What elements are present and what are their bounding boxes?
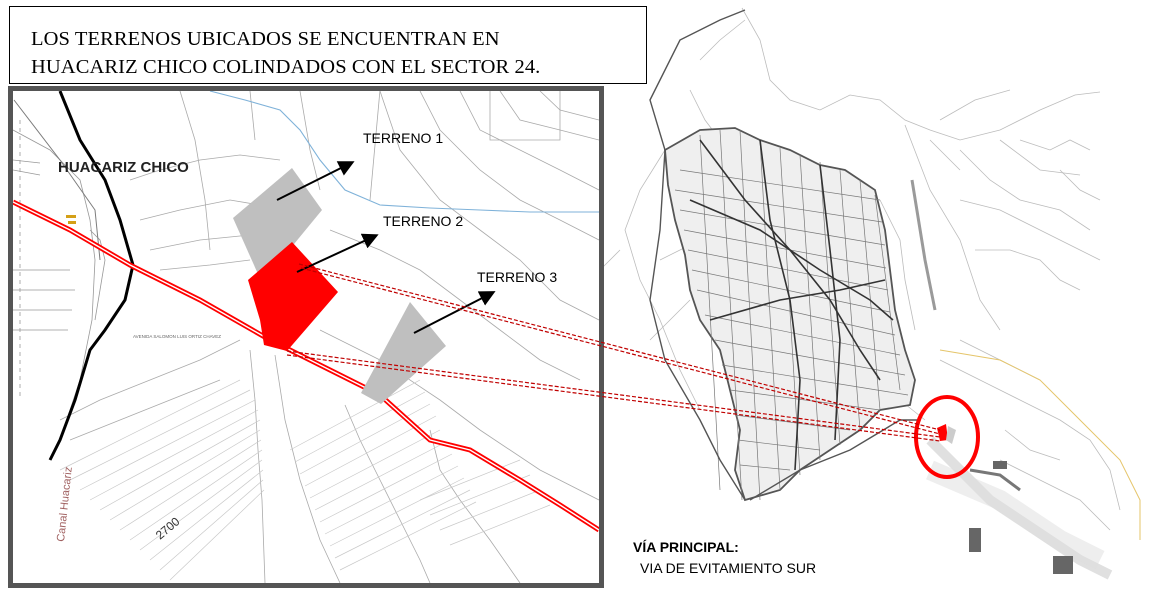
place-label-huacariz-chico: HUACARIZ CHICO: [58, 159, 189, 176]
southern-urban-zone-band: [926, 460, 1105, 569]
detail-map: HUACARIZ CHICO AVENIDA SALOMON LUIS ORTI…: [13, 91, 599, 583]
legend-title: VÍA PRINCIPAL:: [633, 539, 739, 555]
caption-line-1: LOS TERRENOS UBICADOS SE ENCUENTRAN EN: [31, 28, 500, 50]
terreno-3-label: TERRENO 3: [477, 269, 557, 285]
terreno-1-parcel: [233, 168, 322, 283]
airport-runway: [910, 179, 937, 311]
city-block-shapes: [969, 461, 1073, 574]
city-block-strip: [969, 468, 1021, 492]
railway-curve: [13, 99, 101, 261]
detail-map-frame: HUACARIZ CHICO AVENIDA SALOMON LUIS ORTI…: [8, 86, 604, 588]
terreno-1-arrow: [276, 161, 355, 201]
yellow-boundary-line: [939, 349, 1141, 540]
legend-value: VIA DE EVITAMIENTO SUR: [640, 560, 817, 576]
road-marker: [68, 221, 76, 224]
sector-boundary-line: [48, 91, 135, 461]
caption-box: LOS TERRENOS UBICADOS SE ENCUENTRAN EN H…: [9, 6, 647, 84]
caption-line-2: HUACARIZ CHICO COLINDADOS CON EL SECTOR …: [31, 56, 541, 78]
canal-line: [209, 91, 599, 213]
terreno-2-label: TERRENO 2: [383, 213, 463, 229]
terreno-1-label: TERRENO 1: [363, 130, 443, 146]
road-small-label: AVENIDA SALOMON LUIS ORTIZ CHAVEZ: [133, 334, 221, 339]
legend: VÍA PRINCIPAL: VIA DE EVITAMIENTO SUR: [633, 539, 816, 576]
road-marker: [66, 215, 76, 218]
city-urban-core: [664, 127, 916, 502]
city-terreno-gray: [946, 426, 956, 444]
left-infrastructure: [13, 120, 106, 441]
